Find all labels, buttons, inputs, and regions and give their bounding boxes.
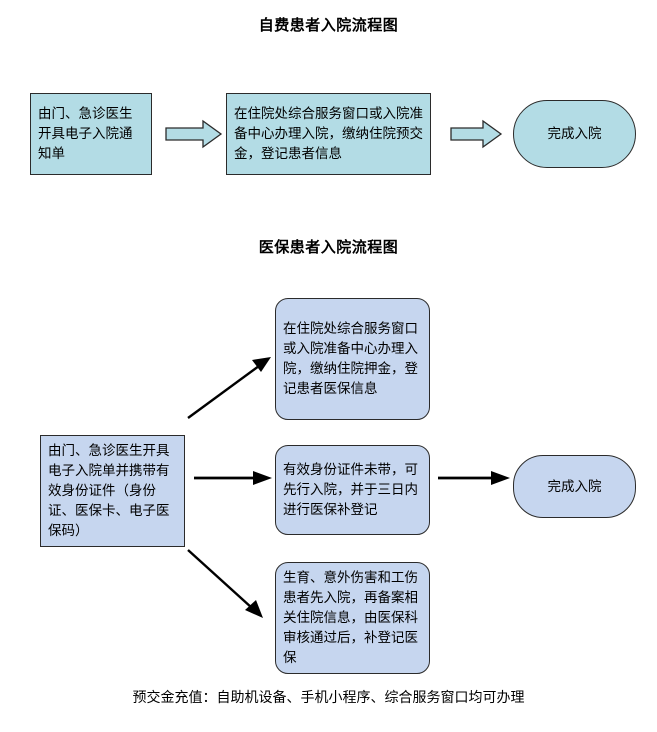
node-self-pay-step2-label: 在住院处综合服务窗口或入院准备中心办理入院，缴纳住院预交金，登记患者信息 (234, 106, 423, 162)
node-insurance-end: 完成入院 (513, 455, 636, 518)
node-insurance-branch-top-label: 在住院处综合服务窗口或入院准备中心办理入院，缴纳住院押金，登记患者医保信息 (283, 321, 418, 397)
node-self-pay-step1-label: 由门、急诊医生开具电子入院通知单 (38, 106, 133, 162)
node-self-pay-end: 完成入院 (513, 100, 636, 168)
node-insurance-end-label: 完成入院 (547, 478, 602, 495)
node-self-pay-step1: 由门、急诊医生开具电子入院通知单 (30, 93, 152, 175)
node-insurance-branch-mid-label: 有效身份证件未带，可先行入院，并于三日内进行医保补登记 (283, 462, 418, 518)
line-arrow-start-to-branch-mid (194, 471, 272, 485)
block-arrow-c1-step2-to-end (450, 119, 503, 149)
node-insurance-branch-mid: 有效身份证件未带，可先行入院，并于三日内进行医保补登记 (275, 445, 430, 535)
line-arrow-branch-mid-to-end (438, 471, 510, 485)
chart1-title: 自费患者入院流程图 (258, 16, 399, 34)
node-insurance-branch-top: 在住院处综合服务窗口或入院准备中心办理入院，缴纳住院押金，登记患者医保信息 (275, 298, 430, 420)
line-arrow-start-to-branch-bottom (187, 549, 263, 618)
line-arrow-start-to-branch-top (187, 357, 271, 419)
chart2-title: 医保患者入院流程图 (258, 238, 399, 256)
footer-note: 预交金充值：自助机设备、手机小程序、综合服务窗口均可办理 (132, 690, 525, 706)
node-self-pay-step2: 在住院处综合服务窗口或入院准备中心办理入院，缴纳住院预交金，登记患者信息 (226, 93, 431, 175)
node-insurance-start: 由门、急诊医生开具电子入院单并携带有效身份证件（身份证、医保卡、电子医保码） (40, 435, 185, 547)
node-insurance-branch-bottom: 生育、意外伤害和工伤患者先入院，再备案相关住院信息，由医保科审核通过后，补登记医… (275, 562, 430, 674)
node-insurance-start-label: 由门、急诊医生开具电子入院单并携带有效身份证件（身份证、医保卡、电子医保码） (48, 443, 170, 539)
node-insurance-branch-bottom-label: 生育、意外伤害和工伤患者先入院，再备案相关住院信息，由医保科审核通过后，补登记医… (283, 570, 418, 666)
block-arrow-c1-step1-to-step2 (165, 119, 223, 149)
node-self-pay-end-label: 完成入院 (547, 126, 602, 142)
